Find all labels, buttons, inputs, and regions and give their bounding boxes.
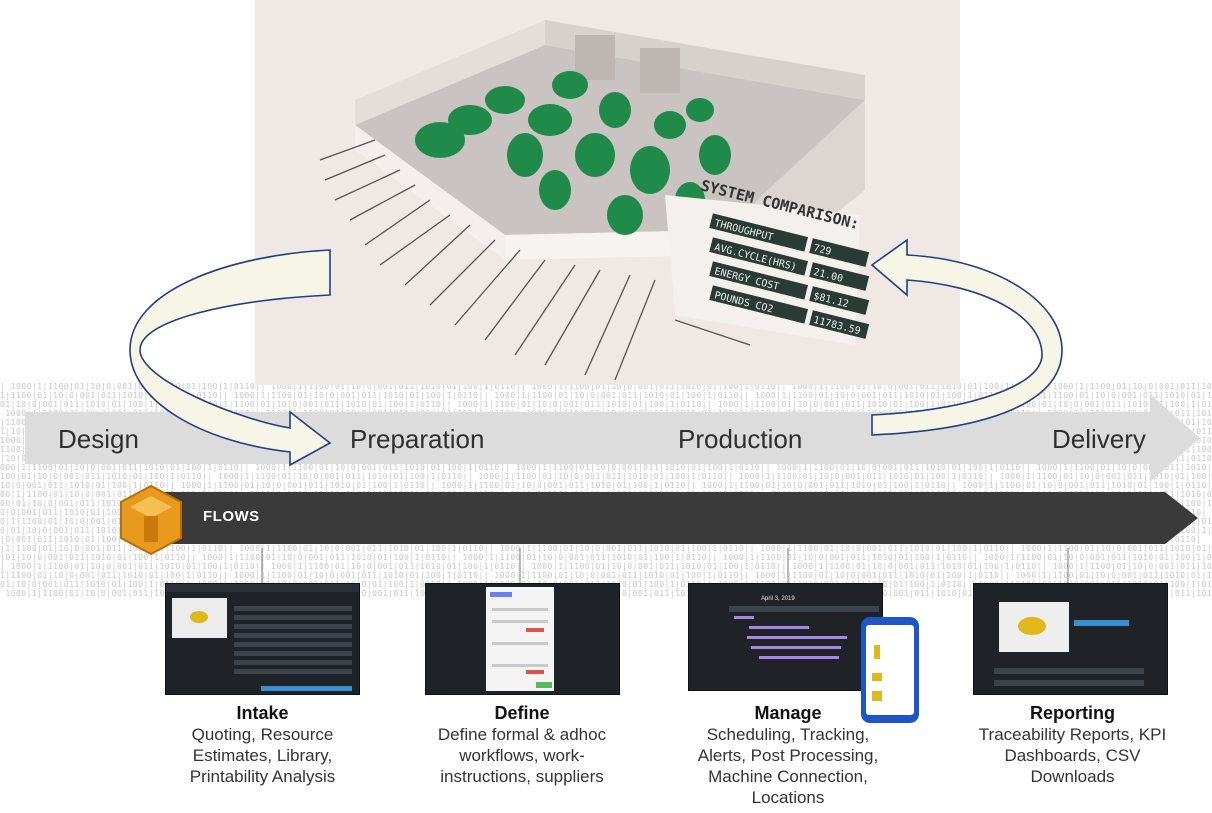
reporting-title: Reporting [1030, 703, 1115, 723]
define-line-3: instructions, suppliers [440, 767, 604, 786]
metric-value-box [809, 238, 870, 267]
intake-caption: Intake Quoting, Resource Estimates, Libr… [160, 703, 365, 787]
intake-line-3: Printability Analysis [189, 767, 336, 786]
define-caption: Define Define formal & adhoc workflows, … [412, 703, 632, 787]
left-loop-arrow [129, 249, 332, 467]
factory-floor-illustration: SYSTEM COMPARISON: THROUGHPUT729AVG.CYCL… [319, 20, 870, 381]
connector-lines [261, 548, 1069, 583]
intake-line-2: Estimates, Library, [192, 746, 333, 765]
reporting-line-3: Downloads [1030, 767, 1115, 786]
define-title: Define [494, 703, 550, 723]
manage-title: Manage [754, 703, 822, 723]
metric-value-box [809, 262, 870, 291]
define-screenshot [425, 583, 620, 695]
define-line-1: Define formal & adhoc [437, 725, 607, 744]
flows-bar [160, 492, 1198, 544]
stage-production: Production [678, 424, 803, 454]
define-line-2: workflows, work- [459, 746, 585, 765]
intake-screenshot [165, 583, 360, 695]
metric-value: 729 [812, 243, 832, 258]
metric-label-box [709, 213, 808, 252]
metric-label-box [709, 285, 808, 324]
stage-design: Design [58, 424, 139, 454]
metric-label-box [709, 237, 808, 276]
stage-delivery: Delivery [1052, 424, 1146, 454]
schedule-date: April 3, 2019 [761, 596, 795, 602]
manage-screenshot: April 3, 2019 [688, 583, 883, 691]
manage-line-1: Scheduling, Tracking, [706, 725, 870, 744]
reporting-screenshot [973, 583, 1168, 695]
metric-value-box [809, 286, 870, 315]
flows-logo-icon [120, 484, 182, 556]
manage-line-4: Locations [751, 788, 825, 807]
manage-line-3: Machine Connection, [708, 767, 868, 786]
right-loop-arrow [870, 238, 1063, 436]
metric-value-box [809, 310, 870, 339]
flows-label: FLOWS [203, 508, 260, 525]
manage-line-2: Alerts, Post Processing, [697, 746, 879, 765]
intake-line-1: Quoting, Resource [191, 725, 334, 744]
intake-title: Intake [236, 703, 289, 723]
reporting-caption: Reporting Traceability Reports, KPI Dash… [955, 703, 1190, 787]
manage-caption: Manage Scheduling, Tracking, Alerts, Pos… [678, 703, 898, 808]
reporting-line-1: Traceability Reports, KPI [978, 725, 1167, 744]
reporting-line-2: Dashboards, CSV [1004, 746, 1141, 765]
phone-screenshot [861, 617, 919, 723]
metric-label-box [709, 261, 808, 300]
stage-preparation: Preparation [350, 424, 485, 454]
